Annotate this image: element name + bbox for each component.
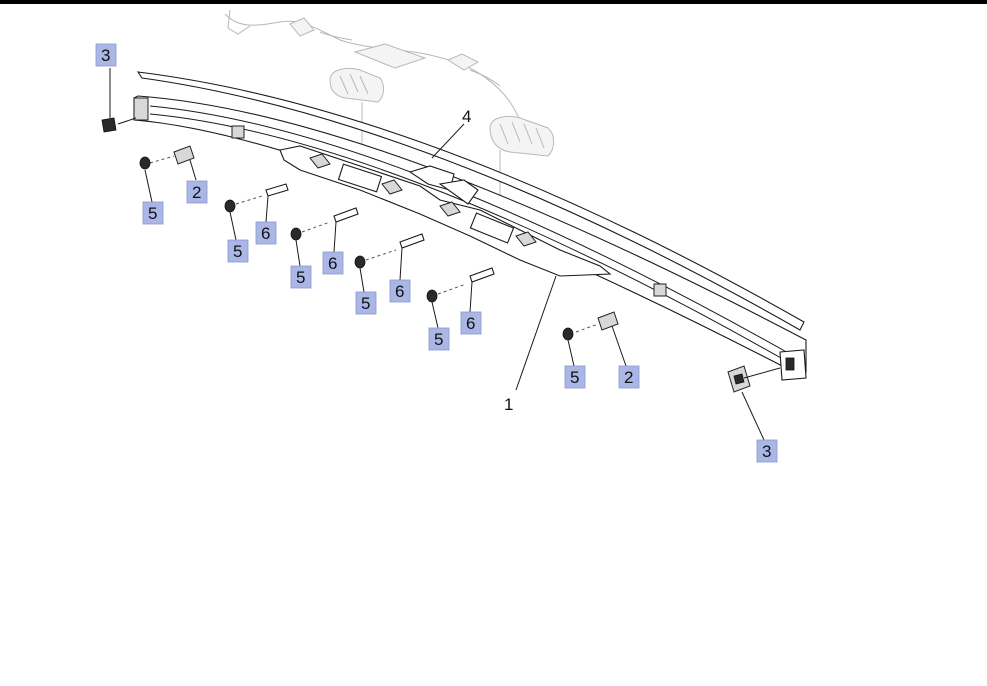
svg-text:6: 6	[395, 282, 404, 301]
svg-text:6: 6	[261, 224, 270, 243]
fastener-set-5	[426, 267, 495, 329]
leader-part1	[515, 275, 557, 391]
svg-text:5: 5	[570, 368, 579, 387]
tailgate-trim-panel	[231, 125, 667, 297]
callout-6-c: 6	[389, 279, 411, 303]
callout-3-bottom: 3	[756, 439, 778, 463]
svg-text:5: 5	[434, 330, 443, 349]
svg-text:5: 5	[233, 242, 242, 261]
svg-text:5: 5	[361, 294, 370, 313]
clip-bottom-right	[727, 365, 781, 441]
svg-text:6: 6	[466, 314, 475, 333]
svg-text:3: 3	[101, 46, 110, 65]
svg-text:3: 3	[762, 442, 771, 461]
clip-top-left	[101, 68, 137, 133]
callout-5-d: 5	[355, 291, 377, 315]
svg-text:5: 5	[148, 204, 157, 223]
top-border	[0, 0, 987, 4]
fastener-set-3	[290, 207, 359, 267]
fastener-set-2	[224, 183, 289, 241]
callout-6-d: 6	[460, 311, 482, 335]
callout-2-right: 2	[618, 365, 640, 389]
svg-text:5: 5	[296, 268, 305, 287]
retainer-left	[149, 145, 197, 181]
label-part1: 1	[504, 395, 513, 414]
callout-5-c: 5	[290, 265, 312, 289]
retainer-right	[575, 311, 627, 367]
label-part4: 4	[462, 107, 471, 126]
callout-3-top: 3	[95, 43, 117, 67]
ghost-license-lamp-left	[329, 67, 384, 170]
svg-text:2: 2	[624, 368, 633, 387]
callout-5-a: 5	[142, 201, 164, 225]
callout-6-b: 6	[322, 251, 344, 275]
callout-6-a: 6	[255, 221, 277, 245]
svg-text:6: 6	[328, 254, 337, 273]
callout-5-b: 5	[227, 239, 249, 263]
callout-5-f: 5	[564, 365, 586, 389]
fastener-set-1	[139, 156, 153, 203]
ghost-wiring-harness	[224, 9, 521, 121]
fastener-set-4	[354, 233, 425, 293]
callout-5-e: 5	[428, 327, 450, 351]
svg-text:2: 2	[192, 183, 201, 202]
leader-part4	[431, 123, 465, 159]
fastener-set-6	[562, 327, 575, 367]
callout-2-left: 2	[186, 180, 208, 204]
